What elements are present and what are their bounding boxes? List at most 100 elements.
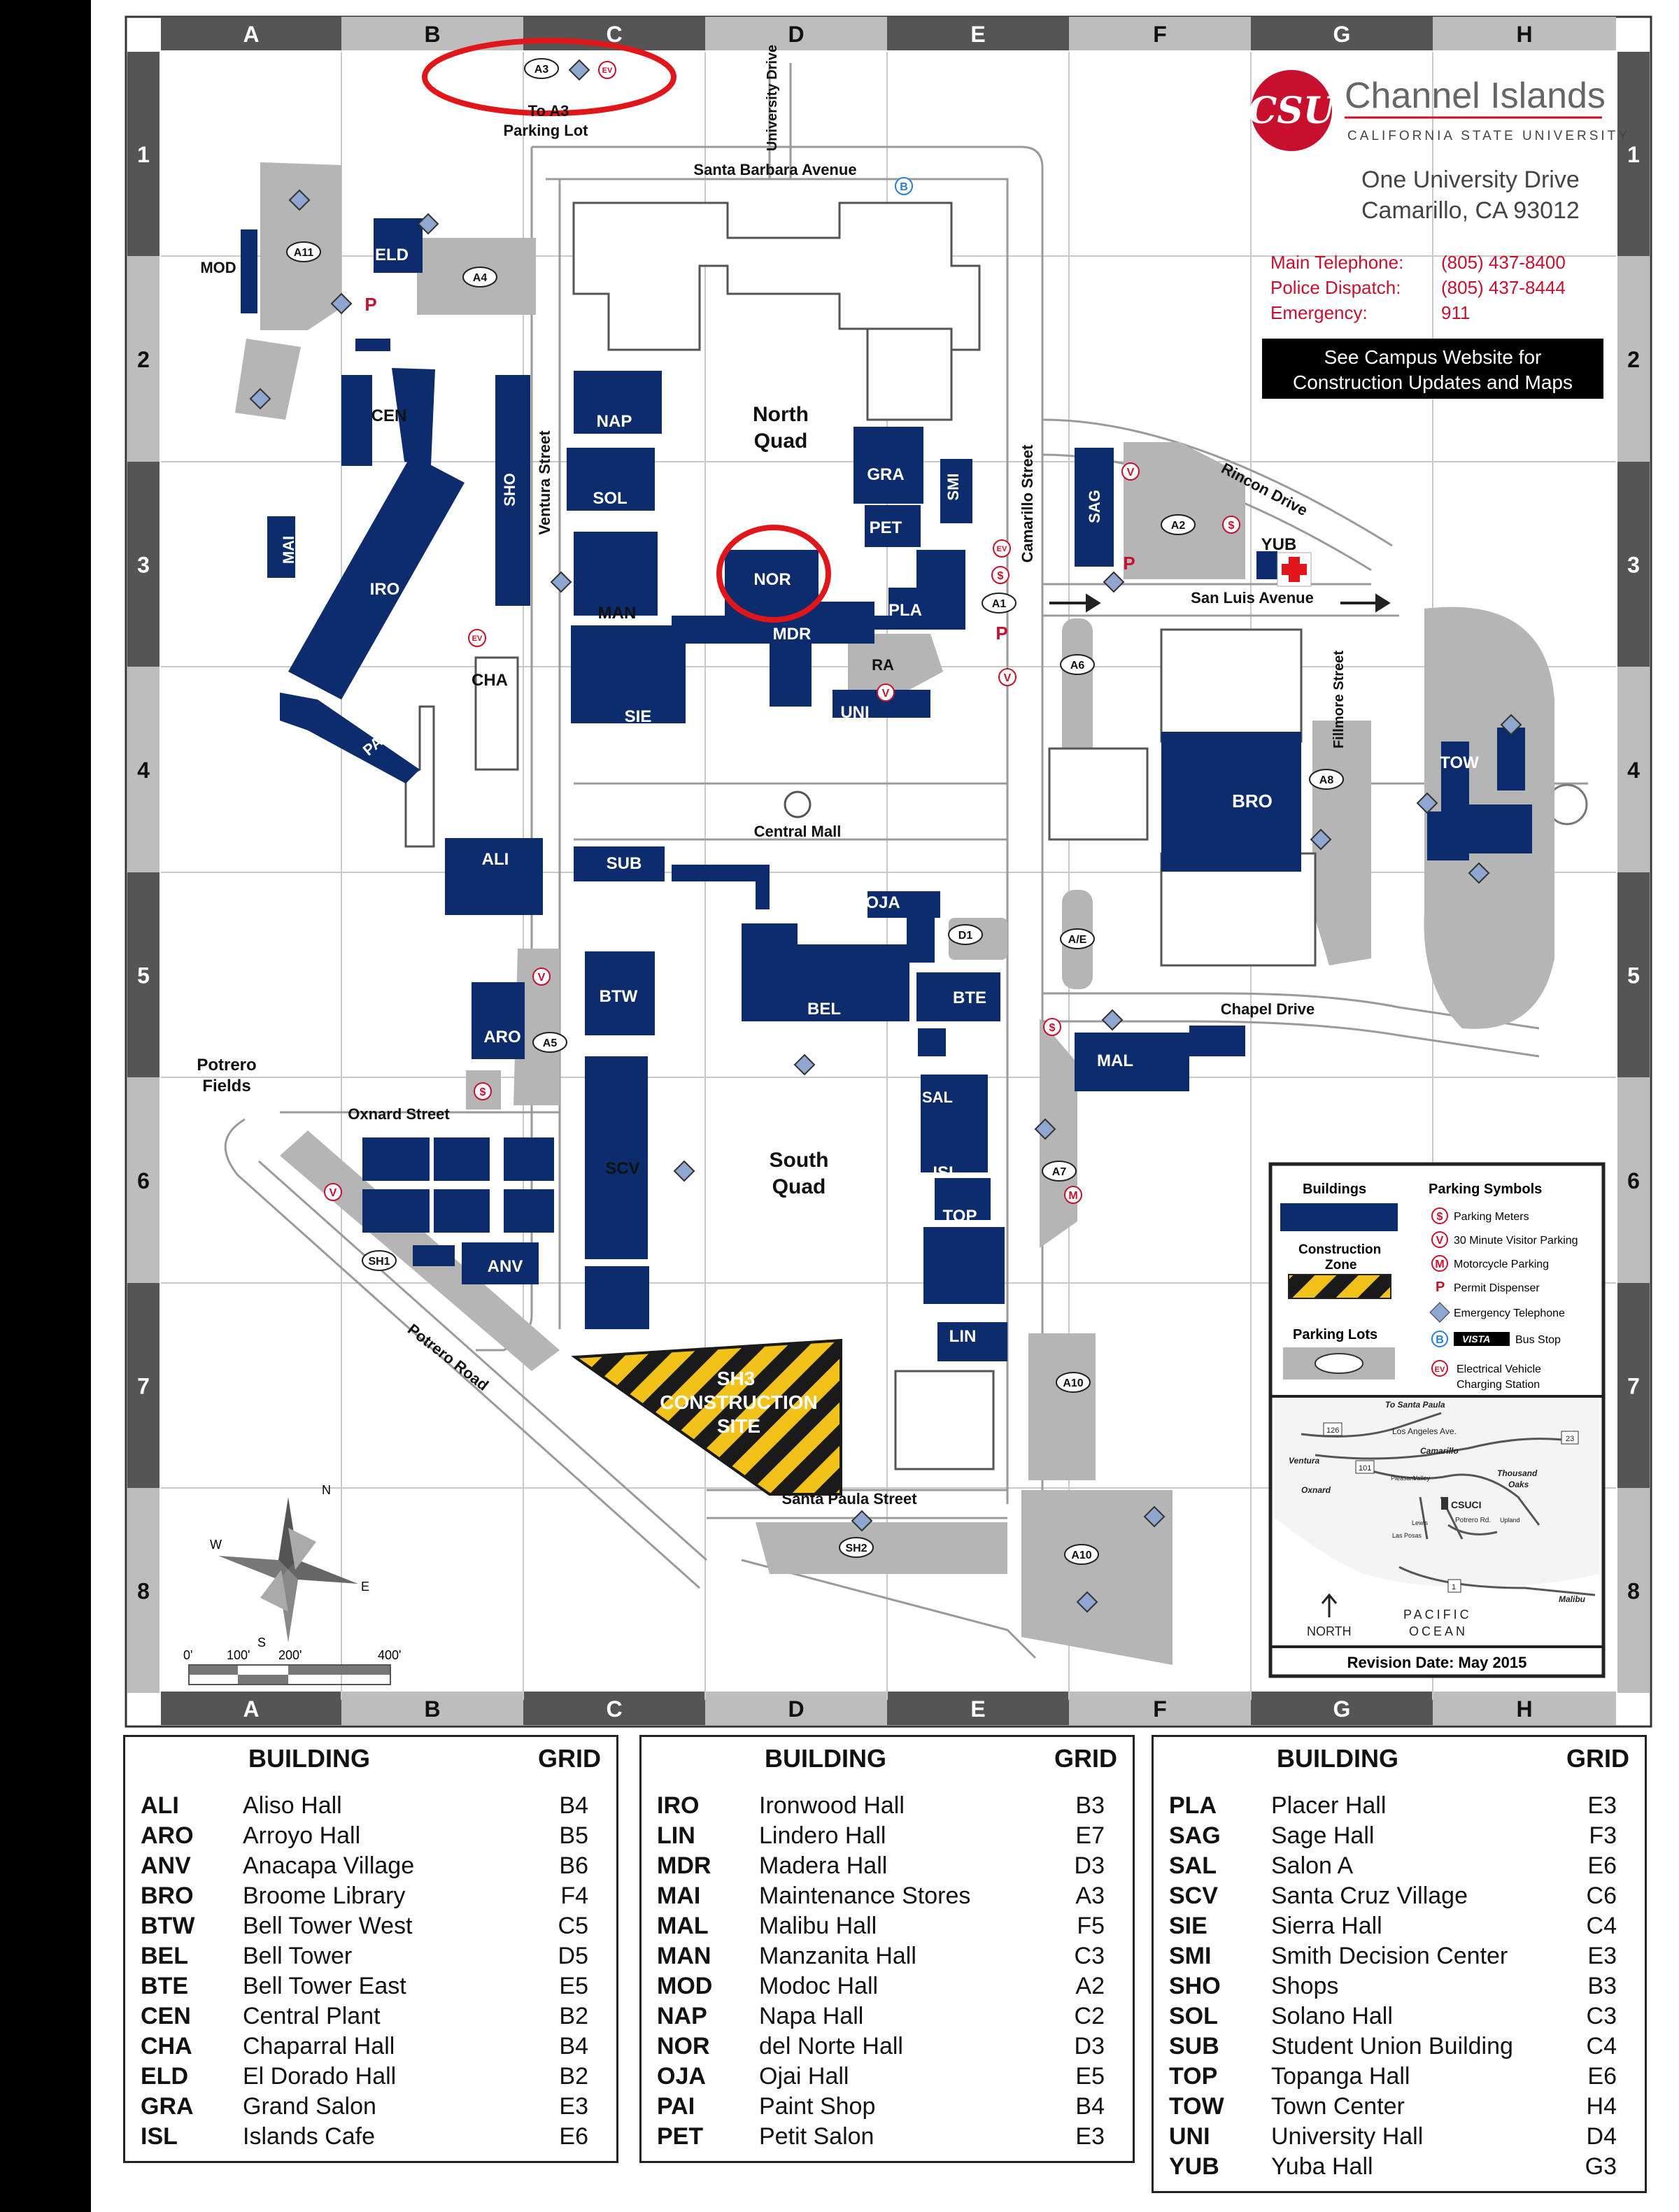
parking-symbol-label: $ <box>998 570 1004 582</box>
directory-code: LIN <box>657 1822 695 1849</box>
map-label-permit: P <box>996 623 1007 644</box>
directory-code: BTW <box>141 1913 195 1939</box>
parking-symbol-meter: $ <box>1222 516 1240 534</box>
lot-a2 <box>1124 442 1245 579</box>
directory-name: Lindero Hall <box>759 1822 886 1849</box>
inset-north: NORTH <box>1307 1624 1352 1638</box>
contact-value-2: 911 <box>1441 302 1470 323</box>
map-label-camarillo: Camarillo Street <box>1019 444 1036 562</box>
legend-sym-visitor: V <box>1436 1235 1444 1247</box>
map-label-sie: SIE <box>625 707 652 726</box>
map-label-to-a3-2: Parking Lot <box>503 122 588 139</box>
map-label-tow: TOW <box>1440 753 1479 772</box>
map-legend: Buildings Construction Zone Parking Lots… <box>1268 1162 1606 1678</box>
directory-name: Sierra Hall <box>1271 1913 1382 1939</box>
scale-400: 400' <box>378 1648 401 1662</box>
directory-name: University Hall <box>1271 2123 1424 2150</box>
contact-value-0: (805) 437-8400 <box>1441 252 1566 273</box>
directory-name: Napa Hall <box>759 2003 864 2029</box>
contact-label-2: Emergency: <box>1270 302 1368 323</box>
directory-name: Paint Shop <box>759 2093 876 2120</box>
directory-code: MAN <box>657 1943 711 1969</box>
directory-code: TOP <box>1169 2063 1218 2090</box>
directory-grid: F4 <box>560 1883 588 1909</box>
lot-label-a4: A4 <box>473 272 488 284</box>
parking-symbol-label: B <box>900 181 908 193</box>
legend-item-2: Motorcycle Parking <box>1454 1259 1549 1270</box>
map-label-central-mall: Central Mall <box>754 823 842 840</box>
map-label-north-quad-1: North <box>753 403 809 426</box>
parking-symbol-bus: B <box>895 177 913 195</box>
map-label-permit: P <box>1123 553 1135 574</box>
map-label-south-quad-2: Quad <box>772 1175 826 1198</box>
lot-label-sh2: SH2 <box>845 1543 867 1554</box>
lot-label-a6: A6 <box>1070 660 1085 672</box>
grid-col-D-top: D <box>788 22 804 47</box>
map-label-eld: ELD <box>375 246 409 264</box>
map-label-anv: ANV <box>488 1257 523 1276</box>
legend-item-7: Charging Station <box>1457 1379 1540 1391</box>
parking-symbol-ev: EV <box>468 629 486 647</box>
map-label-potrero-1: Potrero <box>197 1056 256 1075</box>
grid-col-H-bottom: H <box>1516 1696 1532 1722</box>
map-label-smi: SMI <box>944 473 962 500</box>
map-label-mod: MOD <box>200 259 236 276</box>
inset-h23: 23 <box>1566 1435 1574 1443</box>
legend-item-1: 30 Minute Visitor Parking <box>1454 1235 1578 1247</box>
directory-grid: D3 <box>1074 1852 1105 1879</box>
legend-sym-permit: P <box>1436 1279 1445 1295</box>
directory-name: Bell Tower <box>243 1943 353 1969</box>
grid-row-3-right: 3 <box>1627 553 1640 578</box>
directory-name: Solano Hall <box>1271 2003 1393 2029</box>
compass-e: E <box>361 1580 369 1594</box>
legend-sym-bus: B <box>1436 1334 1444 1346</box>
inset-potrero: Potrero Rd. <box>1455 1517 1491 1524</box>
lot-a10-north <box>1028 1333 1096 1480</box>
lot-badge-sh2: SH2 <box>839 1537 874 1558</box>
directory-code: PAI <box>657 2093 695 2120</box>
lot-label-a11: A11 <box>294 247 314 259</box>
directory-name: Yuba Hall <box>1271 2153 1373 2180</box>
legend-sym-moto: M <box>1435 1259 1444 1270</box>
directory-grid: E6 <box>1587 2063 1617 2090</box>
header-building-b: BUILDING <box>765 1744 886 1773</box>
grid-row-7-right: 7 <box>1627 1374 1640 1399</box>
grid-row-4-left: 4 <box>137 758 150 783</box>
lot-label-ae: A/E <box>1068 934 1087 946</box>
lot-badge-a5: A5 <box>532 1032 567 1053</box>
grid-col-F-bottom: F <box>1153 1696 1167 1722</box>
map-label-sol: SOL <box>593 489 627 508</box>
notice-line1: See Campus Website for <box>1324 346 1542 368</box>
lot-label-a8: A8 <box>1319 774 1334 786</box>
revision-date: Revision Date: May 2015 <box>1347 1654 1527 1671</box>
directory-name: Central Plant <box>243 2003 381 2029</box>
directory-name: Manzanita Hall <box>759 1943 916 1969</box>
directory-name: Town Center <box>1271 2093 1405 2120</box>
lot-label-a2: A2 <box>1171 520 1186 532</box>
directory-name: Grand Salon <box>243 2093 376 2120</box>
map-label-construction-2: CONSTRUCTION <box>660 1391 818 1413</box>
lot-label-d1: D1 <box>958 930 973 942</box>
roads <box>224 63 1588 1659</box>
grid-row-1-left: 1 <box>137 142 150 167</box>
map-label-construction-1: SH3 <box>717 1368 755 1389</box>
inset-to-santa-paula: To Santa Paula <box>1385 1400 1445 1410</box>
map-label-pla: PLA <box>888 601 922 620</box>
lot-label-a5: A5 <box>543 1037 558 1049</box>
lot-badge-a10b: A10 <box>1064 1544 1099 1565</box>
lot-badge-a2: A2 <box>1161 514 1196 535</box>
grid-col-E-top: E <box>970 22 985 47</box>
directory-name: Broome Library <box>243 1883 406 1909</box>
compass-s: S <box>257 1636 266 1650</box>
inset-lewis: Lewis <box>1412 1519 1429 1526</box>
parking-symbol-label: V <box>882 688 890 700</box>
scale-200: 200' <box>278 1648 302 1662</box>
map-label-ventura: Ventura Street <box>536 430 553 535</box>
